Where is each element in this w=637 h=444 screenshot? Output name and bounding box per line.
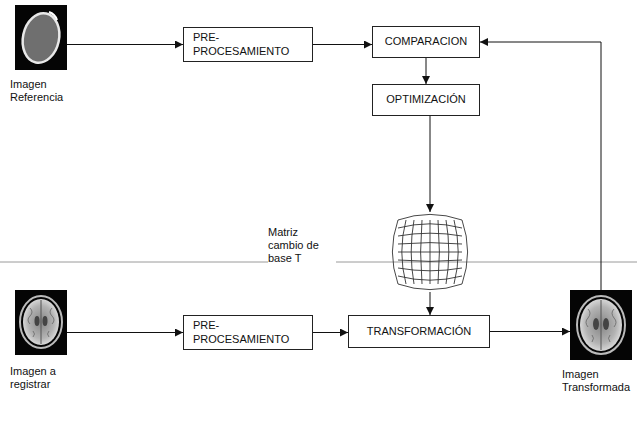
mri-image [15, 290, 67, 355]
process-box: PRE- PROCESAMIENTO [183, 27, 313, 62]
ct-image [15, 5, 67, 70]
process-box: OPTIMIZACIÓN [372, 84, 480, 116]
flow-arrow [430, 292, 431, 315]
box-text: PRE- PROCESAMIENTO [193, 31, 289, 57]
deformation-grid [392, 214, 467, 289]
image-node: Imagen Transformada [570, 290, 632, 360]
node-label: Imagen a registrar [10, 365, 72, 391]
node-label: Imagen Referencia [10, 78, 72, 104]
flow-arrow [313, 44, 372, 45]
image-node: Imagen a registrar [15, 290, 67, 355]
mri-image-transformed [570, 290, 632, 360]
flow-arrow [67, 332, 183, 333]
node-label: Matriz cambio de base T [268, 226, 336, 266]
process-box: COMPARACION [372, 26, 480, 58]
image-node: Imagen Referencia [15, 5, 67, 70]
box-text: TRANSFORMACIÓN [367, 325, 472, 338]
flow-arrow [426, 58, 427, 84]
flow-arrow [480, 42, 601, 290]
box-text: PRE- PROCESAMIENTO [193, 319, 289, 345]
process-box: TRANSFORMACIÓN [348, 315, 490, 348]
process-box: PRE- PROCESAMIENTO [183, 315, 313, 350]
flow-arrow [67, 44, 183, 45]
flow-arrow [490, 331, 570, 332]
node-label: Imagen Transformada [562, 368, 634, 394]
box-text: COMPARACION [385, 35, 467, 48]
flow-arrow [313, 332, 348, 333]
box-text: OPTIMIZACIÓN [386, 93, 465, 106]
flow-arrow [430, 116, 431, 212]
grid-icon: Matriz cambio de base T [390, 212, 470, 292]
